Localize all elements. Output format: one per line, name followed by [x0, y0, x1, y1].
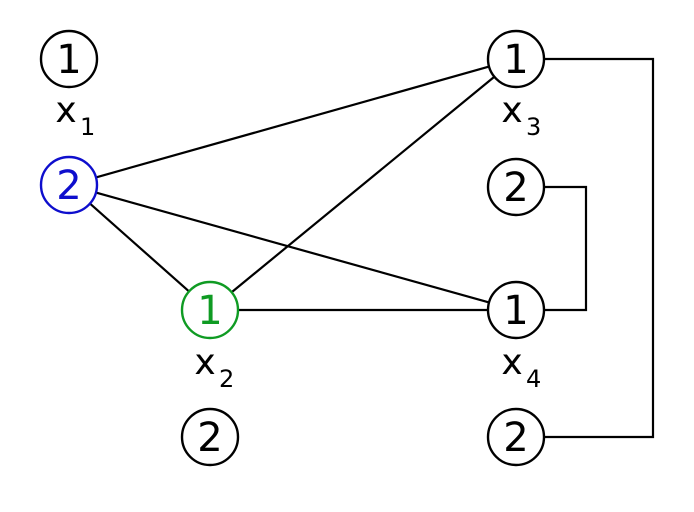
node-value-label: 1	[503, 288, 528, 334]
node-circle	[486, 280, 546, 340]
node-value-label: 1	[56, 37, 81, 83]
node-circle	[39, 155, 99, 215]
graph-node-x1-2[interactable]: 2	[39, 155, 99, 215]
variable-label-base: x	[501, 342, 522, 383]
graph-node-x3-2[interactable]: 2	[486, 157, 546, 217]
node-value-label: 2	[503, 415, 528, 461]
graph-node-x3-1[interactable]: 1	[486, 29, 546, 89]
node-circle	[486, 29, 546, 89]
node-circle	[180, 407, 240, 467]
graph-node-x4-2[interactable]: 2	[486, 407, 546, 467]
graph-node-x2-2[interactable]: 2	[180, 407, 240, 467]
nodes-layer: 1 2 1 2 1 2 1 2	[39, 29, 546, 467]
node-value-label: 1	[197, 288, 222, 334]
node-circle	[486, 407, 546, 467]
variable-label-base: x	[55, 90, 76, 131]
graph-edge	[544, 185, 588, 312]
graph-edge	[230, 75, 496, 294]
graph-node-x2-1[interactable]: 1	[180, 280, 240, 340]
variable-label-subscript: 3	[526, 113, 541, 141]
variable-label-subscript: 2	[219, 365, 234, 393]
graph-node-x4-1[interactable]: 1	[486, 280, 546, 340]
node-value-label: 2	[197, 415, 222, 461]
variable-label-subscript: 1	[80, 113, 95, 141]
variable-label-base: x	[501, 90, 522, 131]
node-circle	[486, 157, 546, 217]
graph-edge	[89, 202, 190, 293]
graph-edge	[95, 65, 490, 179]
edges-layer	[89, 57, 655, 439]
variable-label-subscript: 4	[526, 365, 541, 393]
node-circle	[39, 29, 99, 89]
node-value-label: 1	[503, 37, 528, 83]
node-circle	[180, 280, 240, 340]
node-value-label: 2	[503, 165, 528, 211]
graph-edge	[544, 57, 655, 439]
variable-label-base: x	[194, 342, 215, 383]
node-value-label: 2	[56, 163, 81, 209]
graph-node-x1-1[interactable]: 1	[39, 29, 99, 89]
graph-edge	[95, 191, 490, 304]
